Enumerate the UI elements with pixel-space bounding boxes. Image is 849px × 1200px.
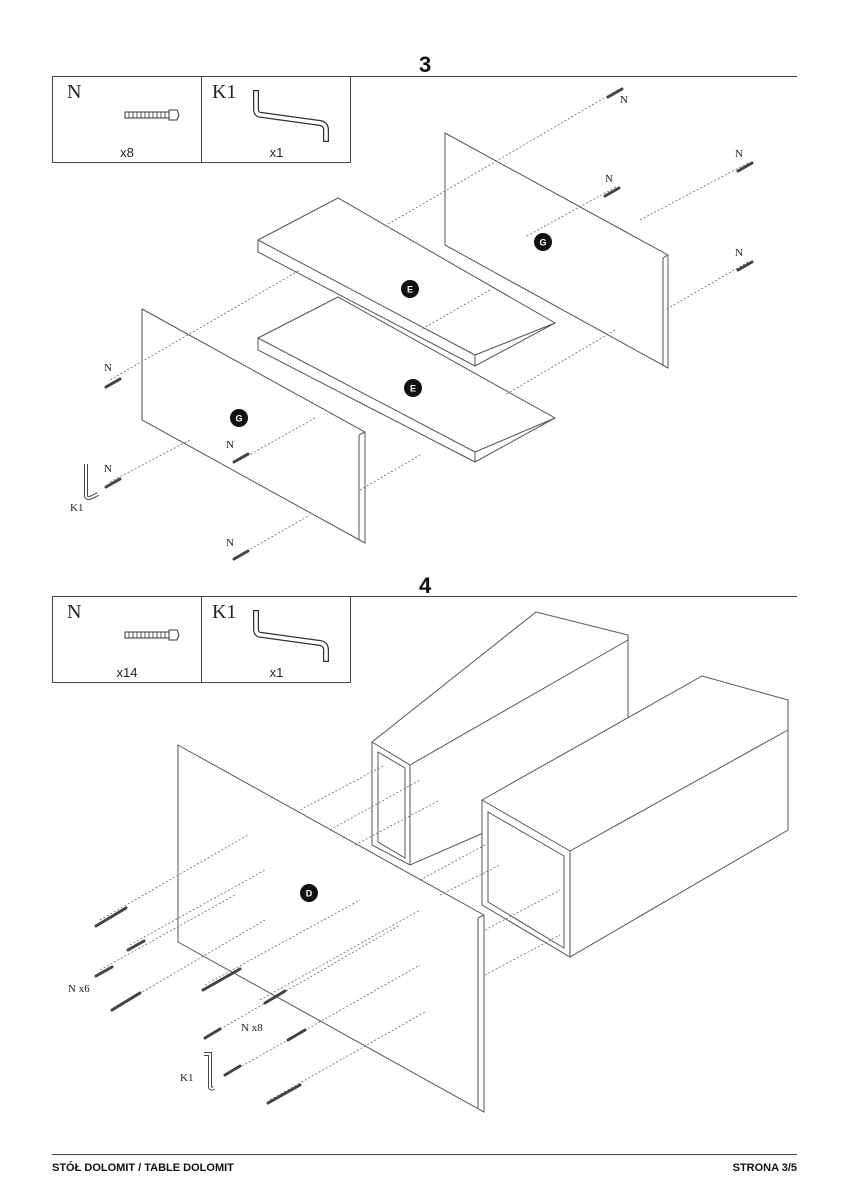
svg-text:G: G (235, 414, 242, 424)
badge-e-bottom: E (404, 379, 422, 397)
part-cell-screw: N x8 (53, 77, 201, 162)
footer-rule (52, 1154, 797, 1155)
section-rule (52, 596, 797, 597)
screw-label: N (620, 94, 628, 106)
panel-d (177, 744, 485, 1113)
screw-icon (124, 629, 180, 641)
part-quantity: x8 (120, 145, 134, 160)
screw-label: N (605, 173, 613, 185)
svg-text:E: E (407, 285, 413, 295)
part-letter: K1 (212, 81, 237, 103)
hex-key-icon (253, 610, 329, 662)
screw-group-label: N x8 (241, 1022, 263, 1034)
svg-text:D: D (306, 889, 313, 899)
hex-key-icon (253, 90, 329, 142)
screw-label: N (104, 463, 112, 475)
part-quantity: x1 (269, 145, 284, 160)
part-cell-key: K1 x1 (201, 77, 351, 162)
key-label: K1 (180, 1072, 193, 1084)
badge-e-top: E (401, 280, 419, 298)
screw-label: N (735, 247, 743, 259)
part-cell-key: K1 x1 (201, 597, 351, 682)
panel-g-right (444, 132, 669, 369)
screw-label: N (226, 439, 234, 451)
screw-group-label: N x6 (68, 983, 90, 995)
screw-label: N (735, 148, 743, 160)
part-letter: N (67, 81, 82, 103)
footer-title: STÓŁ DOLOMIT / TABLE DOLOMIT (52, 1162, 234, 1174)
svg-text:G: G (539, 238, 546, 248)
step-number: 3 (419, 52, 432, 77)
step-number: 4 (419, 573, 432, 598)
part-cell-screw: N x14 (53, 597, 201, 682)
badge-g-right: G (534, 233, 552, 251)
step4-diagram: D N x6 N x8 K1 (68, 611, 789, 1113)
footer-page-number: STRONA 3/5 (732, 1162, 797, 1174)
screw-label: N (104, 362, 112, 374)
badge-d: D (300, 884, 318, 902)
part-letter: K1 (212, 601, 237, 623)
screw-icon (124, 109, 180, 121)
parts-box: N x8 K1 x1 (52, 76, 351, 163)
svg-text:E: E (410, 384, 416, 394)
parts-box: N x14 K1 x1 (52, 596, 351, 683)
panel-e-bottom (257, 296, 557, 463)
key-label: K1 (70, 502, 83, 514)
step3-diagram: E E G G N N N N N N N N K1 (70, 87, 754, 561)
part-quantity: x1 (269, 665, 284, 680)
badge-g-left: G (230, 409, 248, 427)
hex-key-icon (84, 464, 99, 501)
panel-g-left (141, 308, 366, 544)
section-rule (52, 76, 797, 77)
screw-label: N (226, 537, 234, 549)
part-letter: N (67, 601, 82, 623)
part-quantity: x14 (116, 665, 138, 680)
